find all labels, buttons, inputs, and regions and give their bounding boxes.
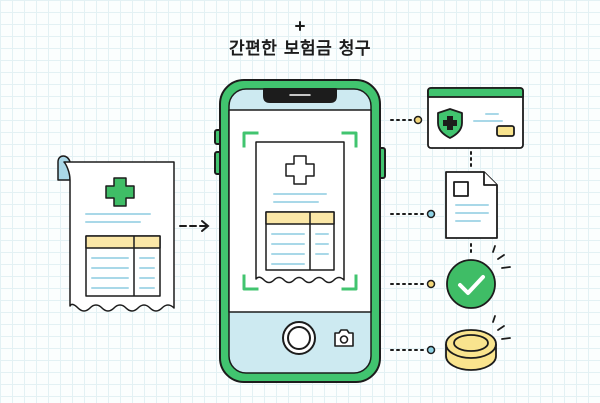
arrow-right-icon [179, 220, 210, 232]
check-circle-icon [446, 245, 511, 309]
shield-icon [437, 108, 463, 139]
page-title: 간편한 보험금 청구 [229, 39, 371, 59]
receipt-icon [57, 155, 175, 312]
smartphone-icon [214, 79, 386, 383]
camera-icon[interactable] [334, 329, 354, 347]
coin-icon [445, 315, 511, 371]
connector-lines [390, 119, 472, 351]
shutter-button-icon[interactable] [282, 321, 316, 355]
plus-icon [295, 21, 305, 31]
document-icon [445, 171, 498, 239]
connector-dots [413, 115, 436, 355]
